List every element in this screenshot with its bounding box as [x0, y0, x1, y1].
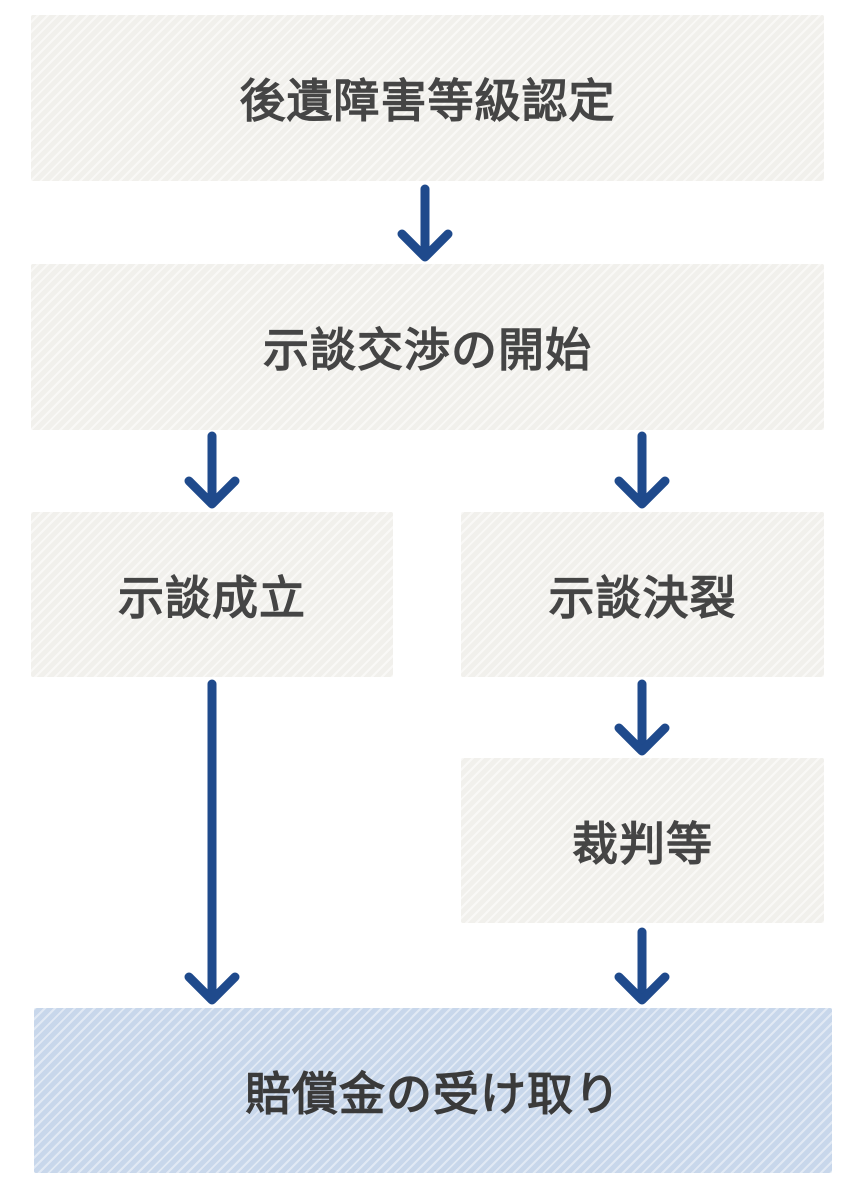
arrow-down-icon [184, 431, 240, 509]
flow-box-compensation: 賠償金の受け取り [34, 1008, 832, 1173]
flow-box-label: 賠償金の受け取り [245, 1066, 621, 1121]
arrow-down-icon [184, 679, 240, 1005]
flow-box-label: 裁判等 [572, 816, 713, 871]
flow-box-label: 後遺障害等級認定 [239, 74, 616, 128]
flow-box-trial: 裁判等 [461, 758, 824, 923]
flow-box-settlement: 示談成立 [31, 512, 393, 677]
flow-box-label: 示談成立 [118, 570, 306, 625]
flow-box-label: 示談決裂 [548, 570, 737, 625]
flow-box-negotiation-start: 示談交渉の開始 [31, 264, 824, 430]
arrow-down-icon [614, 431, 670, 509]
arrow-down-icon [614, 927, 670, 1005]
flow-box-label: 示談交渉の開始 [263, 323, 592, 377]
arrow-down-icon [614, 679, 670, 756]
flow-box-certification: 後遺障害等級認定 [31, 15, 824, 181]
arrow-down-icon [397, 184, 453, 262]
flow-box-breakdown: 示談決裂 [461, 512, 824, 677]
